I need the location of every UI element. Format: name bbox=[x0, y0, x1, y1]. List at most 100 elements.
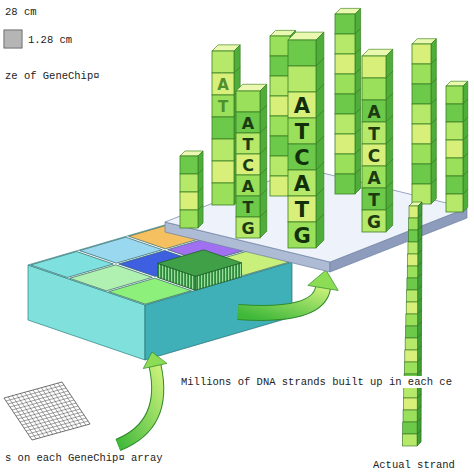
strand-block bbox=[362, 78, 386, 100]
nucleotide-letter: G bbox=[367, 214, 381, 231]
nucleotide-letter: T bbox=[368, 192, 380, 209]
grid-line bbox=[4, 42, 22, 43]
array-grid bbox=[4, 382, 90, 440]
nucleotide-letter: C bbox=[368, 148, 380, 165]
grid-line bbox=[4, 38, 22, 39]
strand-block bbox=[412, 184, 431, 204]
nucleotide-letter: A bbox=[242, 179, 254, 195]
strand-block-side bbox=[417, 430, 421, 446]
strand-block bbox=[335, 114, 355, 134]
arrow-shaft-edge bbox=[118, 366, 158, 445]
grid-line bbox=[22, 409, 80, 425]
dna-strand bbox=[362, 49, 393, 232]
strand-block bbox=[408, 254, 418, 266]
grid-line bbox=[4, 40, 22, 41]
nucleotide-letter: C bbox=[294, 148, 309, 169]
strand-block bbox=[335, 154, 355, 174]
strand-block bbox=[180, 174, 198, 192]
strand-block bbox=[270, 176, 290, 196]
strand-block bbox=[236, 133, 260, 154]
strand-block bbox=[288, 40, 316, 66]
nucleotide-letter: G bbox=[293, 226, 310, 247]
strand-block bbox=[412, 164, 431, 184]
grid-line bbox=[4, 34, 22, 35]
nucleotide-letter: A bbox=[367, 170, 380, 187]
grid-line bbox=[4, 46, 22, 47]
strand-block bbox=[403, 410, 417, 422]
strand-block-side bbox=[386, 203, 393, 232]
strand-block bbox=[407, 266, 418, 278]
strand-block bbox=[446, 122, 463, 140]
strand-block bbox=[412, 124, 431, 144]
strand-block bbox=[288, 170, 316, 196]
grid-line bbox=[24, 412, 82, 428]
strand-block bbox=[212, 95, 234, 117]
strand-block bbox=[270, 56, 290, 76]
dna-strand bbox=[288, 32, 324, 248]
nucleotide-letter: C bbox=[242, 158, 254, 174]
strand-block bbox=[236, 196, 260, 217]
caption-text: ze of GeneChip¤ bbox=[4, 70, 101, 82]
strand-block bbox=[335, 134, 355, 154]
strand-block bbox=[180, 156, 198, 174]
grid-line bbox=[4, 32, 22, 33]
probe-platform bbox=[165, 168, 467, 272]
nucleotide-letter: A bbox=[242, 116, 254, 132]
strand-block bbox=[362, 56, 386, 78]
strand-block bbox=[288, 144, 316, 170]
nucleotide-letter: A bbox=[367, 104, 380, 121]
strand-block bbox=[403, 422, 417, 434]
strand-block-side bbox=[260, 210, 267, 238]
strand-block bbox=[446, 86, 463, 104]
strand-block bbox=[180, 192, 198, 210]
strand-block bbox=[236, 112, 260, 133]
nucleotide-letter: T bbox=[243, 137, 254, 153]
strand-block bbox=[362, 144, 386, 166]
grid-line bbox=[20, 30, 21, 48]
strand-block bbox=[270, 116, 290, 136]
nucleotide-letter: T bbox=[218, 100, 228, 115]
small-arrow bbox=[118, 352, 167, 445]
strand-block-side bbox=[316, 214, 324, 248]
grid-line bbox=[16, 30, 17, 48]
caption-text: Millions of DNA strands built up in each… bbox=[180, 376, 453, 388]
size-icon bbox=[4, 30, 22, 48]
strand-block bbox=[446, 158, 463, 176]
strand-block bbox=[407, 290, 418, 302]
dna-strand bbox=[180, 151, 203, 228]
strand-block bbox=[412, 104, 431, 124]
strand-block bbox=[446, 194, 463, 212]
grid-line bbox=[4, 44, 22, 45]
nucleotide-letter: G bbox=[241, 221, 254, 237]
strand-block bbox=[212, 161, 234, 183]
arrow-head bbox=[308, 270, 338, 290]
strand-block-side bbox=[431, 179, 436, 204]
strand-block bbox=[335, 34, 355, 54]
grid-line bbox=[58, 383, 86, 425]
strand-block bbox=[236, 175, 260, 196]
nucleotide-letter: A bbox=[217, 78, 229, 93]
strand-block bbox=[406, 302, 417, 314]
strand-block bbox=[407, 278, 418, 290]
strand-block-side bbox=[355, 168, 361, 194]
dna-strand bbox=[236, 84, 267, 238]
grid-outline bbox=[4, 382, 90, 440]
strand-block bbox=[402, 434, 417, 446]
grid-line bbox=[30, 421, 88, 437]
grid-line bbox=[6, 30, 7, 48]
grid-line bbox=[20, 406, 78, 422]
strand-block bbox=[335, 94, 355, 114]
strand-block bbox=[404, 362, 417, 374]
grid-line bbox=[10, 30, 11, 48]
strand-block bbox=[446, 176, 463, 194]
strand-block bbox=[180, 210, 198, 228]
strand-block bbox=[446, 104, 463, 122]
grid-line bbox=[26, 415, 84, 431]
nucleotide-letter: A bbox=[294, 174, 310, 195]
strand-block bbox=[409, 206, 418, 218]
strand-block bbox=[362, 188, 386, 210]
strand-block bbox=[212, 139, 234, 161]
grid-line bbox=[18, 30, 19, 48]
strand-block bbox=[446, 140, 463, 158]
